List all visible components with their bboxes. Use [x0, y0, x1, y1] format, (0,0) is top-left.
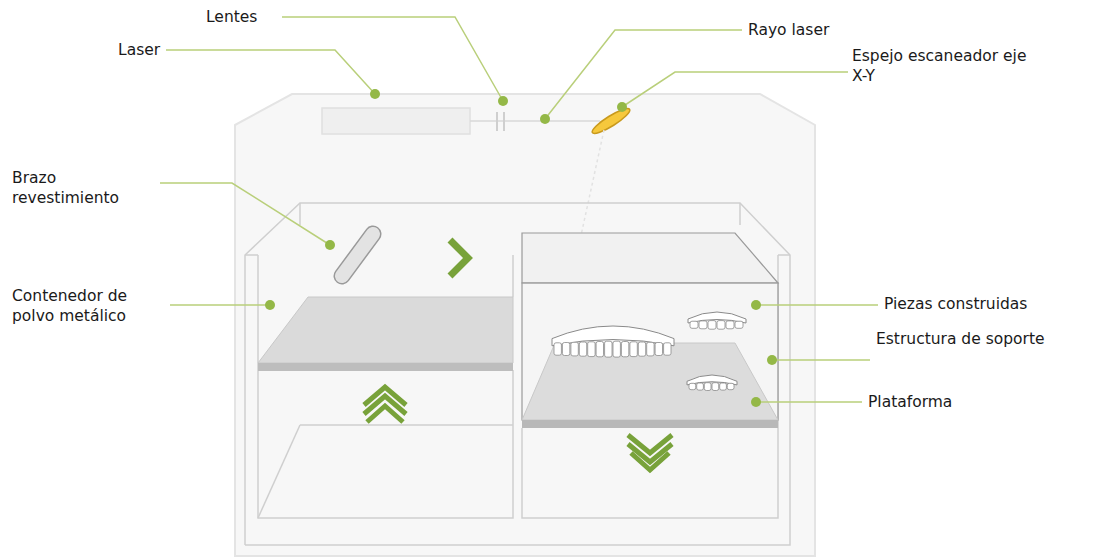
part-label: Plataforma	[868, 392, 952, 412]
tooth	[717, 321, 725, 330]
coating-arm	[342, 234, 373, 276]
powder-piston	[258, 363, 513, 371]
laser-unit	[322, 108, 470, 134]
powder-bed	[258, 297, 513, 363]
coating-arm	[342, 234, 373, 276]
part-label: Lentes	[206, 7, 257, 27]
tooth	[638, 342, 645, 356]
part-label: Estructura de soporte	[876, 329, 1045, 349]
tooth	[699, 321, 707, 329]
laser-beam	[470, 120, 600, 122]
tooth	[735, 321, 743, 328]
tooth	[571, 342, 578, 356]
tooth	[621, 342, 628, 357]
tooth	[596, 342, 603, 357]
tooth	[689, 383, 696, 389]
lens	[503, 112, 505, 131]
tooth	[712, 383, 719, 391]
tooth	[697, 383, 704, 390]
build-area-top	[522, 233, 778, 283]
machine-housing	[235, 94, 815, 556]
platform	[522, 343, 778, 420]
tooth	[704, 383, 711, 391]
tooth	[708, 321, 716, 330]
tooth	[726, 321, 734, 329]
tooth	[727, 383, 734, 389]
tooth	[630, 342, 637, 357]
tooth	[562, 343, 569, 356]
build-area	[522, 283, 778, 420]
laser-beam	[580, 130, 604, 240]
tooth	[655, 343, 662, 356]
tooth	[613, 341, 620, 357]
tooth	[664, 343, 671, 355]
tooth	[720, 383, 727, 390]
part-label: Contenedor de polvo metálico	[12, 286, 172, 326]
platform-base	[522, 420, 778, 428]
tooth	[588, 342, 595, 357]
part-label: Brazo revestimiento	[12, 168, 162, 208]
motion-arrow	[364, 387, 672, 470]
lens	[496, 112, 498, 131]
tooth	[647, 342, 654, 356]
part-label: Piezas construidas	[884, 294, 1027, 314]
part-label: Laser	[118, 40, 160, 60]
tooth	[690, 321, 698, 328]
leader-line	[160, 17, 878, 402]
chamber-frame	[245, 203, 790, 545]
tooth	[605, 341, 612, 357]
tooth	[554, 343, 561, 355]
built-parts	[552, 312, 746, 391]
motion-arrow	[450, 240, 468, 276]
tooth	[579, 342, 586, 356]
part-label: Espejo escaneador eje X-Y	[852, 46, 1042, 86]
leader-dot	[265, 89, 777, 407]
part-label: Rayo laser	[748, 20, 829, 40]
